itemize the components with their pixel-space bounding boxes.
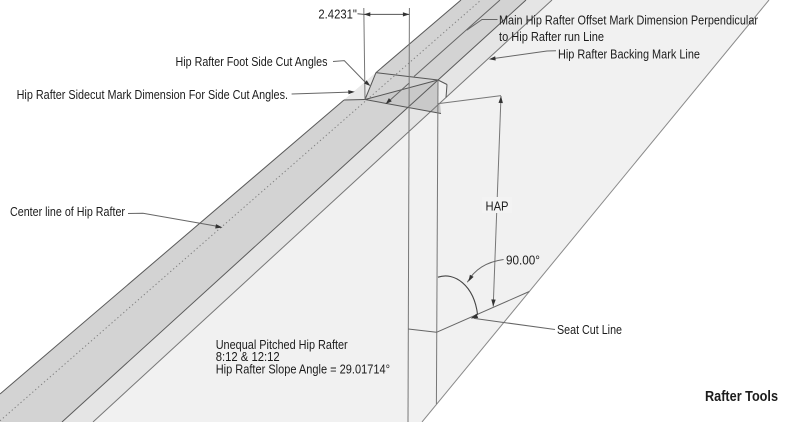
svg-text:Rafter Tools: Rafter Tools xyxy=(705,388,778,405)
svg-text:Seat Cut Line: Seat Cut Line xyxy=(557,322,622,337)
svg-text:to Hip Rafter run Line: to Hip Rafter run Line xyxy=(499,29,604,44)
svg-text:90.00°: 90.00° xyxy=(506,253,540,268)
svg-text:Hip Rafter Backing Mark Line: Hip Rafter Backing Mark Line xyxy=(558,47,700,62)
svg-text:Center line of Hip Rafter: Center line of Hip Rafter xyxy=(10,204,126,219)
svg-text:8:12 & 12:12: 8:12 & 12:12 xyxy=(216,349,280,364)
svg-text:HAP: HAP xyxy=(486,199,509,214)
svg-text:2.4231": 2.4231" xyxy=(318,7,357,22)
svg-text:Unequal Pitched Hip Rafter: Unequal Pitched Hip Rafter xyxy=(216,337,349,352)
svg-text:Hip Rafter Sidecut Mark Dimens: Hip Rafter Sidecut Mark Dimension For Si… xyxy=(17,87,288,102)
svg-text:Main Hip Rafter Offset Mark Di: Main Hip Rafter Offset Mark Dimension Pe… xyxy=(499,13,759,28)
svg-text:Hip Rafter Slope Angle = 29.01: Hip Rafter Slope Angle = 29.01714° xyxy=(216,362,390,377)
svg-text:Hip Rafter Foot Side Cut Angle: Hip Rafter Foot Side Cut Angles xyxy=(176,54,328,69)
